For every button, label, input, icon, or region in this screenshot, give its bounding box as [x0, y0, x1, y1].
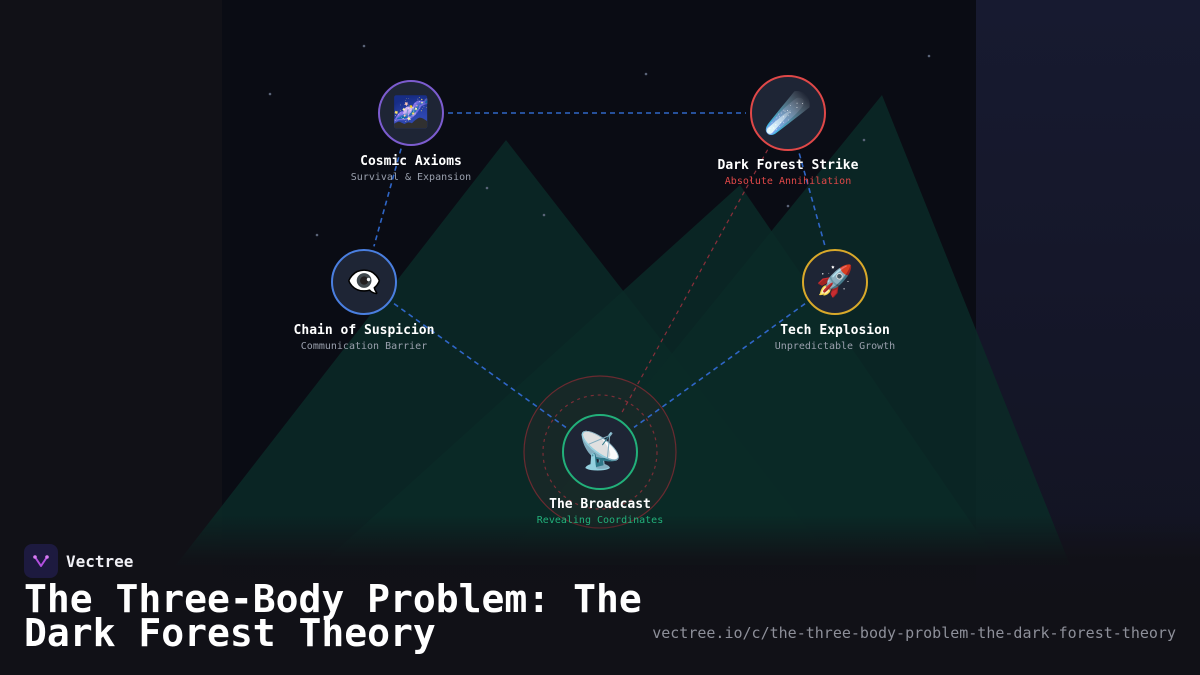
- mountain-shape: [500, 95, 1070, 565]
- edge-tech-explosion-to-the-broadcast: [633, 303, 806, 429]
- edge-dark-forest-strike-to-tech-explosion: [798, 153, 826, 247]
- star: [862, 138, 866, 142]
- brand-name: Vectree: [66, 551, 134, 571]
- node-tech-explosion[interactable]: 🚀: [802, 249, 868, 315]
- node-the-broadcast[interactable]: 📡: [562, 414, 638, 490]
- star: [268, 92, 272, 96]
- node-title: Cosmic Axioms: [360, 154, 462, 169]
- edge-layer: [373, 112, 826, 429]
- eye-in-speech-bubble-icon: 👁️‍🗨️: [346, 265, 382, 298]
- comet-icon: ☄️: [764, 91, 812, 135]
- footer-backdrop: [0, 515, 1200, 675]
- node-chain-of-suspicion[interactable]: 👁️‍🗨️: [331, 249, 397, 315]
- node-subtitle: Revealing Coordinates: [536, 515, 664, 526]
- satellite-dish-icon: 📡: [577, 431, 623, 472]
- source-url[interactable]: vectree.io/c/the-three-body-problem-the-…: [652, 624, 1176, 642]
- signal-ring-inner: [542, 394, 658, 510]
- node-title: The Broadcast: [549, 497, 651, 512]
- star: [644, 72, 648, 76]
- star: [315, 233, 319, 237]
- star: [485, 186, 489, 190]
- node-cosmic-axioms[interactable]: 🌌: [378, 80, 444, 146]
- edge-dark-forest-strike-to-the-broadcast: [619, 149, 769, 416]
- star: [542, 213, 546, 217]
- star: [362, 44, 366, 48]
- node-subtitle: Survival & Expansion: [350, 172, 472, 183]
- node-dark-forest-strike[interactable]: ☄️: [750, 75, 826, 151]
- mountain-backdrop: [176, 95, 1070, 565]
- brand[interactable]: Vectree: [24, 544, 133, 578]
- node-subtitle: Absolute Annihilation: [724, 176, 852, 187]
- rocket-icon: 🚀: [816, 264, 854, 299]
- edge-cosmic-axioms-to-chain-of-suspicion: [373, 148, 402, 247]
- node-title: Dark Forest Strike: [717, 158, 859, 173]
- node-subtitle: Unpredictable Growth: [774, 341, 896, 352]
- page-title: The Three-Body Problem: The Dark Forest …: [24, 577, 642, 655]
- starfield: [268, 44, 931, 237]
- star: [786, 204, 790, 208]
- node-title: Chain of Suspicion: [293, 323, 435, 338]
- node-subtitle: Communication Barrier: [300, 341, 428, 352]
- node-title: Tech Explosion: [780, 323, 890, 338]
- star: [927, 54, 931, 58]
- milky-way-icon: 🌌: [392, 95, 430, 130]
- vectree-logo-icon: [24, 544, 58, 578]
